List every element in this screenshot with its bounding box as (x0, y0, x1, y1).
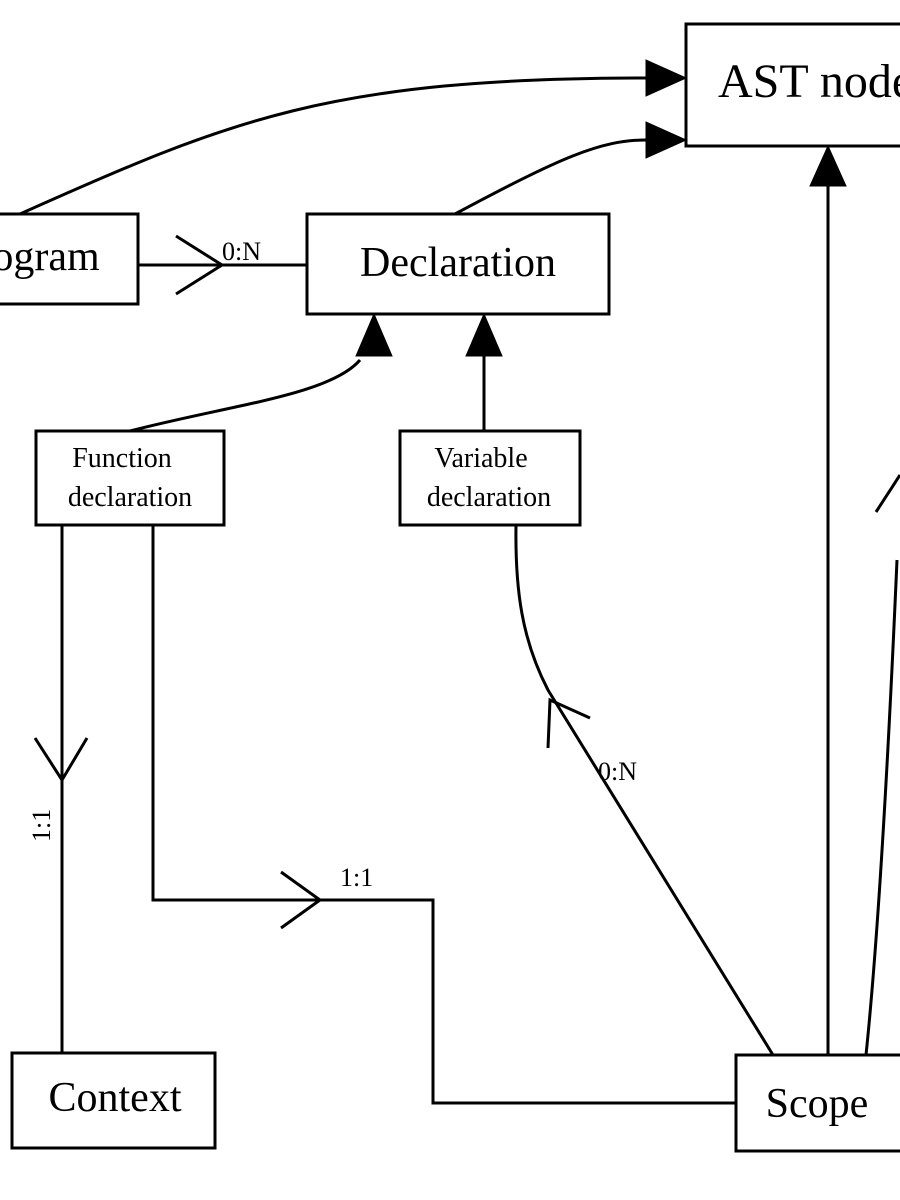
inheritance-arrow-declaration (645, 121, 688, 159)
edge-program-to-ast-node (19, 76, 647, 216)
node-program[interactable]: Program (0, 212, 140, 306)
edge-function-to-scope (151, 525, 736, 1105)
crow-arrow-scope-variable (546, 697, 591, 749)
node-program-label: Program (0, 234, 100, 280)
inheritance-arrow-program (645, 59, 688, 97)
inheritance-arrow-variable (465, 312, 503, 357)
edge-offpage-tick (874, 474, 900, 513)
edge-scope-offpage (864, 559, 899, 1056)
inheritance-arrow-scope (809, 144, 847, 187)
node-declaration[interactable]: Declaration (305, 212, 611, 316)
node-variable-declaration-line2: declaration (427, 482, 551, 513)
multiplicity-function-context: 1:1 (27, 809, 56, 842)
edge-scope-to-variable (514, 524, 775, 1056)
crow-arrow-program-declaration (175, 234, 225, 296)
edge-declaration-to-ast-node (454, 138, 647, 216)
node-scope[interactable]: Scope (734, 1053, 900, 1153)
node-context[interactable]: Context (10, 1051, 217, 1150)
inheritance-arrow-function (355, 312, 393, 357)
node-function-declaration[interactable]: Function declaration (34, 429, 226, 527)
edge-function-to-declaration (129, 359, 362, 433)
node-ast-node[interactable]: AST node (684, 22, 900, 148)
multiplicity-program-declaration: 0:N (222, 237, 261, 266)
node-context-label: Context (49, 1075, 182, 1121)
node-declaration-label: Declaration (360, 240, 556, 286)
node-scope-label: Scope (766, 1081, 869, 1127)
node-variable-declaration-line1: Variable (434, 443, 527, 474)
node-ast-node-label: AST node (718, 55, 900, 108)
multiplicity-scope-variable: 0:N (598, 757, 637, 786)
multiplicity-function-scope: 1:1 (340, 863, 373, 892)
node-function-declaration-line1: Function (72, 443, 172, 474)
crow-arrow-function-scope (280, 870, 323, 930)
crow-arrow-function-context (33, 737, 89, 783)
node-variable-declaration[interactable]: Variable declaration (398, 429, 582, 527)
node-function-declaration-line2: declaration (68, 482, 192, 513)
